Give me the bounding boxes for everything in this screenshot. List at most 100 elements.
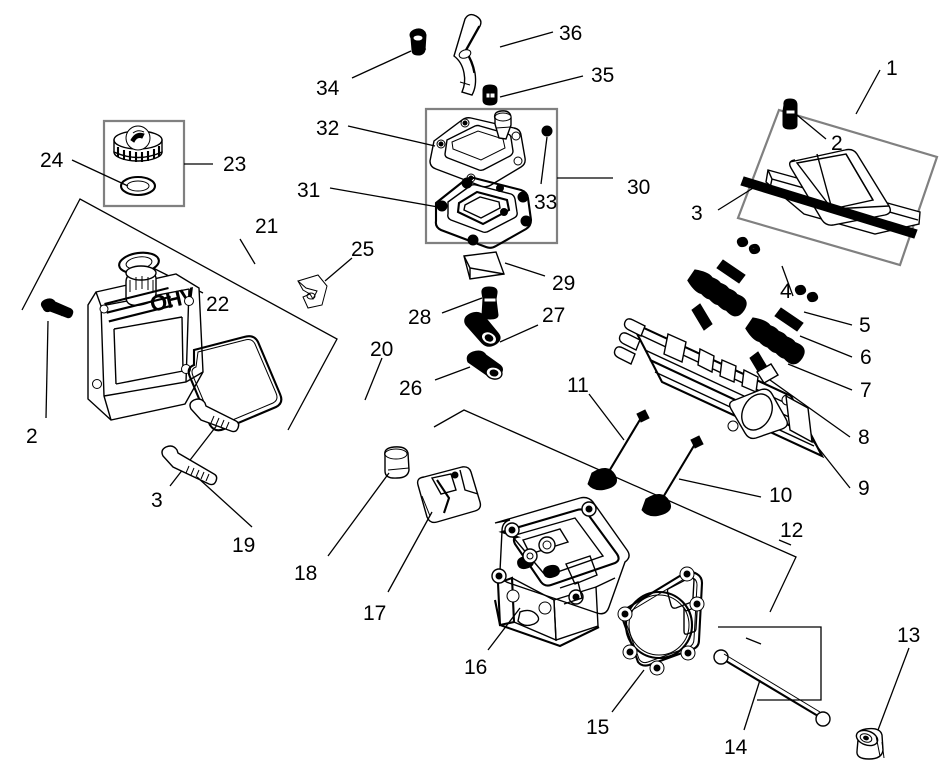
leader-3-right [717,184,759,211]
leader-11 [588,393,625,441]
rocker-cover-gasket-left [187,335,283,432]
leader-2-upper [796,114,827,140]
adjuster-lock-nut [481,286,499,320]
group-box-30 [424,107,613,245]
breather-check-ball [540,125,553,185]
callout-label-35: 35 [591,64,615,87]
leader-27 [499,324,539,343]
flange-bolt-long [161,445,218,486]
dowel-pin [384,446,410,479]
leader-17 [387,511,433,593]
wire-harness-clamp [296,274,328,309]
rocker-cover: OHV [87,265,204,421]
leader-24 [71,159,129,187]
leader-29 [504,262,546,277]
breather-cover-upper [429,110,526,188]
group-bracket-14 [718,626,822,701]
leader-20 [364,357,383,401]
leader-14 [743,679,761,731]
rocker-adjuster-lower [466,350,503,380]
valve-keeper-left [736,236,761,255]
callout-label-3-right: 3 [691,202,703,225]
callout-label-9: 9 [858,477,870,500]
callout-label-28: 28 [408,306,432,329]
callout-label-17: 17 [363,602,387,625]
callout-label-8: 8 [858,426,870,449]
callout-label-4: 4 [780,280,792,303]
callout-label-10: 10 [769,484,793,507]
exhaust-valve [641,435,704,517]
callout-label-29: 29 [552,272,576,295]
leader-13 [877,647,910,731]
callout-label-18: 18 [294,562,318,585]
breather-cover-plate [416,466,482,524]
valve-spring-assembly-right [745,307,805,384]
leader-31 [329,187,439,208]
callout-label-27: 27 [542,304,566,327]
callout-label-1: 1 [886,57,898,80]
leader-34 [351,50,412,79]
valve-cover-gasket-right [740,176,918,239]
leader-28 [441,297,483,314]
leader-4 [781,265,794,297]
callout-label-36: 36 [559,22,583,45]
leader-8 [769,379,851,438]
head-gasket [617,566,705,676]
leader-18 [327,472,390,557]
breather-hose-fitting [409,28,427,56]
leader-25 [324,257,353,282]
cover-bolt-upper [782,98,798,130]
callout-label-23: 23 [223,153,247,176]
group-bracket-12 [433,409,797,645]
valve-keeper-right [794,284,819,303]
callout-label-15: 15 [586,716,610,739]
cylinder-head [491,496,630,648]
callout-label-26: 26 [399,377,423,400]
callout-label-12: 12 [780,519,804,542]
callout-label-3-left: 3 [151,489,163,512]
leader-26 [434,366,471,381]
callout-label-24: 24 [40,149,64,172]
callout-label-16: 16 [464,656,488,679]
leader-10 [678,478,762,498]
rocker-adjuster-upper [464,311,501,347]
callout-label-31: 31 [297,179,321,202]
leader-35 [499,75,584,98]
leader-15 [611,669,645,713]
leader-32 [347,125,436,147]
leader-36 [499,31,554,48]
cover-bolt-left [40,298,74,319]
callout-label-33: 33 [534,191,558,214]
callout-label-21: 21 [255,215,279,238]
oil-filler-cap [113,125,163,162]
callout-label-2-left: 2 [26,425,38,448]
callout-label-32: 32 [316,117,340,140]
leader-16 [487,607,521,651]
valve-spring-assembly-left [687,259,747,331]
oil-cap-o-ring [119,175,157,197]
callout-label-2-upper: 2 [831,132,843,155]
callout-label-30: 30 [627,176,651,199]
breather-base-plate [434,176,533,249]
leader-3-left [169,419,222,487]
hose-clamp [482,84,498,106]
flange-bolt-short [189,398,240,433]
callout-label-13: 13 [897,624,921,647]
group-box-23 [102,119,213,208]
valve-lifter [855,727,885,760]
callout-label-5: 5 [859,314,871,337]
rocker-arm-shaft-assembly [613,318,825,459]
callout-label-34: 34 [316,77,340,100]
wedge-shim [463,251,505,280]
leader-6 [799,335,853,358]
leader-2-left [45,320,49,419]
group-bracket-21 [21,198,338,431]
callout-label-20: 20 [370,338,394,361]
leader-5 [803,311,853,326]
breather-hose [453,13,482,96]
callout-label-25: 25 [351,238,375,261]
leader-7 [787,363,853,391]
leader-19 [196,476,253,528]
callout-label-19: 19 [232,534,256,557]
